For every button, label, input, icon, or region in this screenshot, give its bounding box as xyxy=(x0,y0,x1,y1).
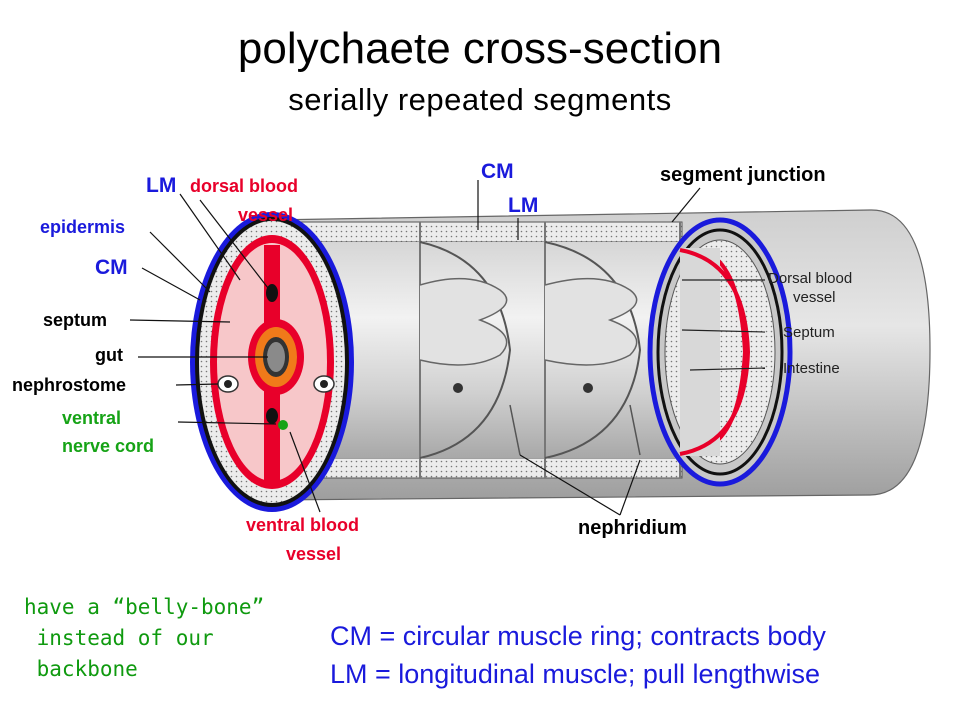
front-cross-section xyxy=(190,212,354,512)
note-line: backbone xyxy=(24,657,138,681)
rear-cut-face xyxy=(647,217,793,487)
label-ventral-blood-vessel-line2: vessel xyxy=(286,544,342,564)
label-cm-left: CM xyxy=(95,256,128,279)
label-gut: gut xyxy=(95,345,123,365)
label-dorsal-blood-vessel-line1: dorsal blood xyxy=(190,176,298,196)
legend-line-cm: CM = circular muscle ring; contracts bod… xyxy=(330,621,826,651)
leader-lines xyxy=(129,180,701,516)
label-dorsal-blood-vessel-line2: vessel xyxy=(238,205,294,225)
label-ventral-nerve-cord-line1: ventral xyxy=(62,408,122,428)
label-septum: septum xyxy=(43,310,108,330)
label-nephridium: nephridium xyxy=(578,517,687,539)
abbreviation-legend: CM = circular muscle ring; contracts bod… xyxy=(330,617,826,693)
label-segment-junction: segment junction xyxy=(660,164,826,186)
label-ventral-nerve-cord-line2: nerve cord xyxy=(62,436,155,456)
label-ventral-blood-vessel-line1: ventral blood xyxy=(246,515,360,535)
body-tube xyxy=(269,209,931,501)
note-line: instead of our xyxy=(24,626,214,650)
label-cm-top: CM xyxy=(481,160,514,183)
label-lm-left: LM xyxy=(146,174,177,197)
diagram-subtitle: serially repeated segments xyxy=(288,82,672,117)
label-book-septum: Septum xyxy=(783,324,835,341)
diagram-title: polychaete cross-section xyxy=(237,24,723,73)
label-book-dorsal-blood-line1: Dorsal blood xyxy=(768,270,853,287)
label-nephrostome: nephrostome xyxy=(12,375,127,395)
legend-line-lm: LM = longitudinal muscle; pull lengthwis… xyxy=(330,659,821,689)
label-epidermis: epidermis xyxy=(40,217,126,237)
belly-bone-note: have a “belly-bone” instead of our backb… xyxy=(24,592,264,685)
label-book-dorsal-blood-line2: vessel xyxy=(793,289,836,306)
label-lm-top: LM xyxy=(508,194,539,217)
note-line: have a “belly-bone” xyxy=(24,595,265,619)
label-book-intestine: Intestine xyxy=(783,360,840,377)
